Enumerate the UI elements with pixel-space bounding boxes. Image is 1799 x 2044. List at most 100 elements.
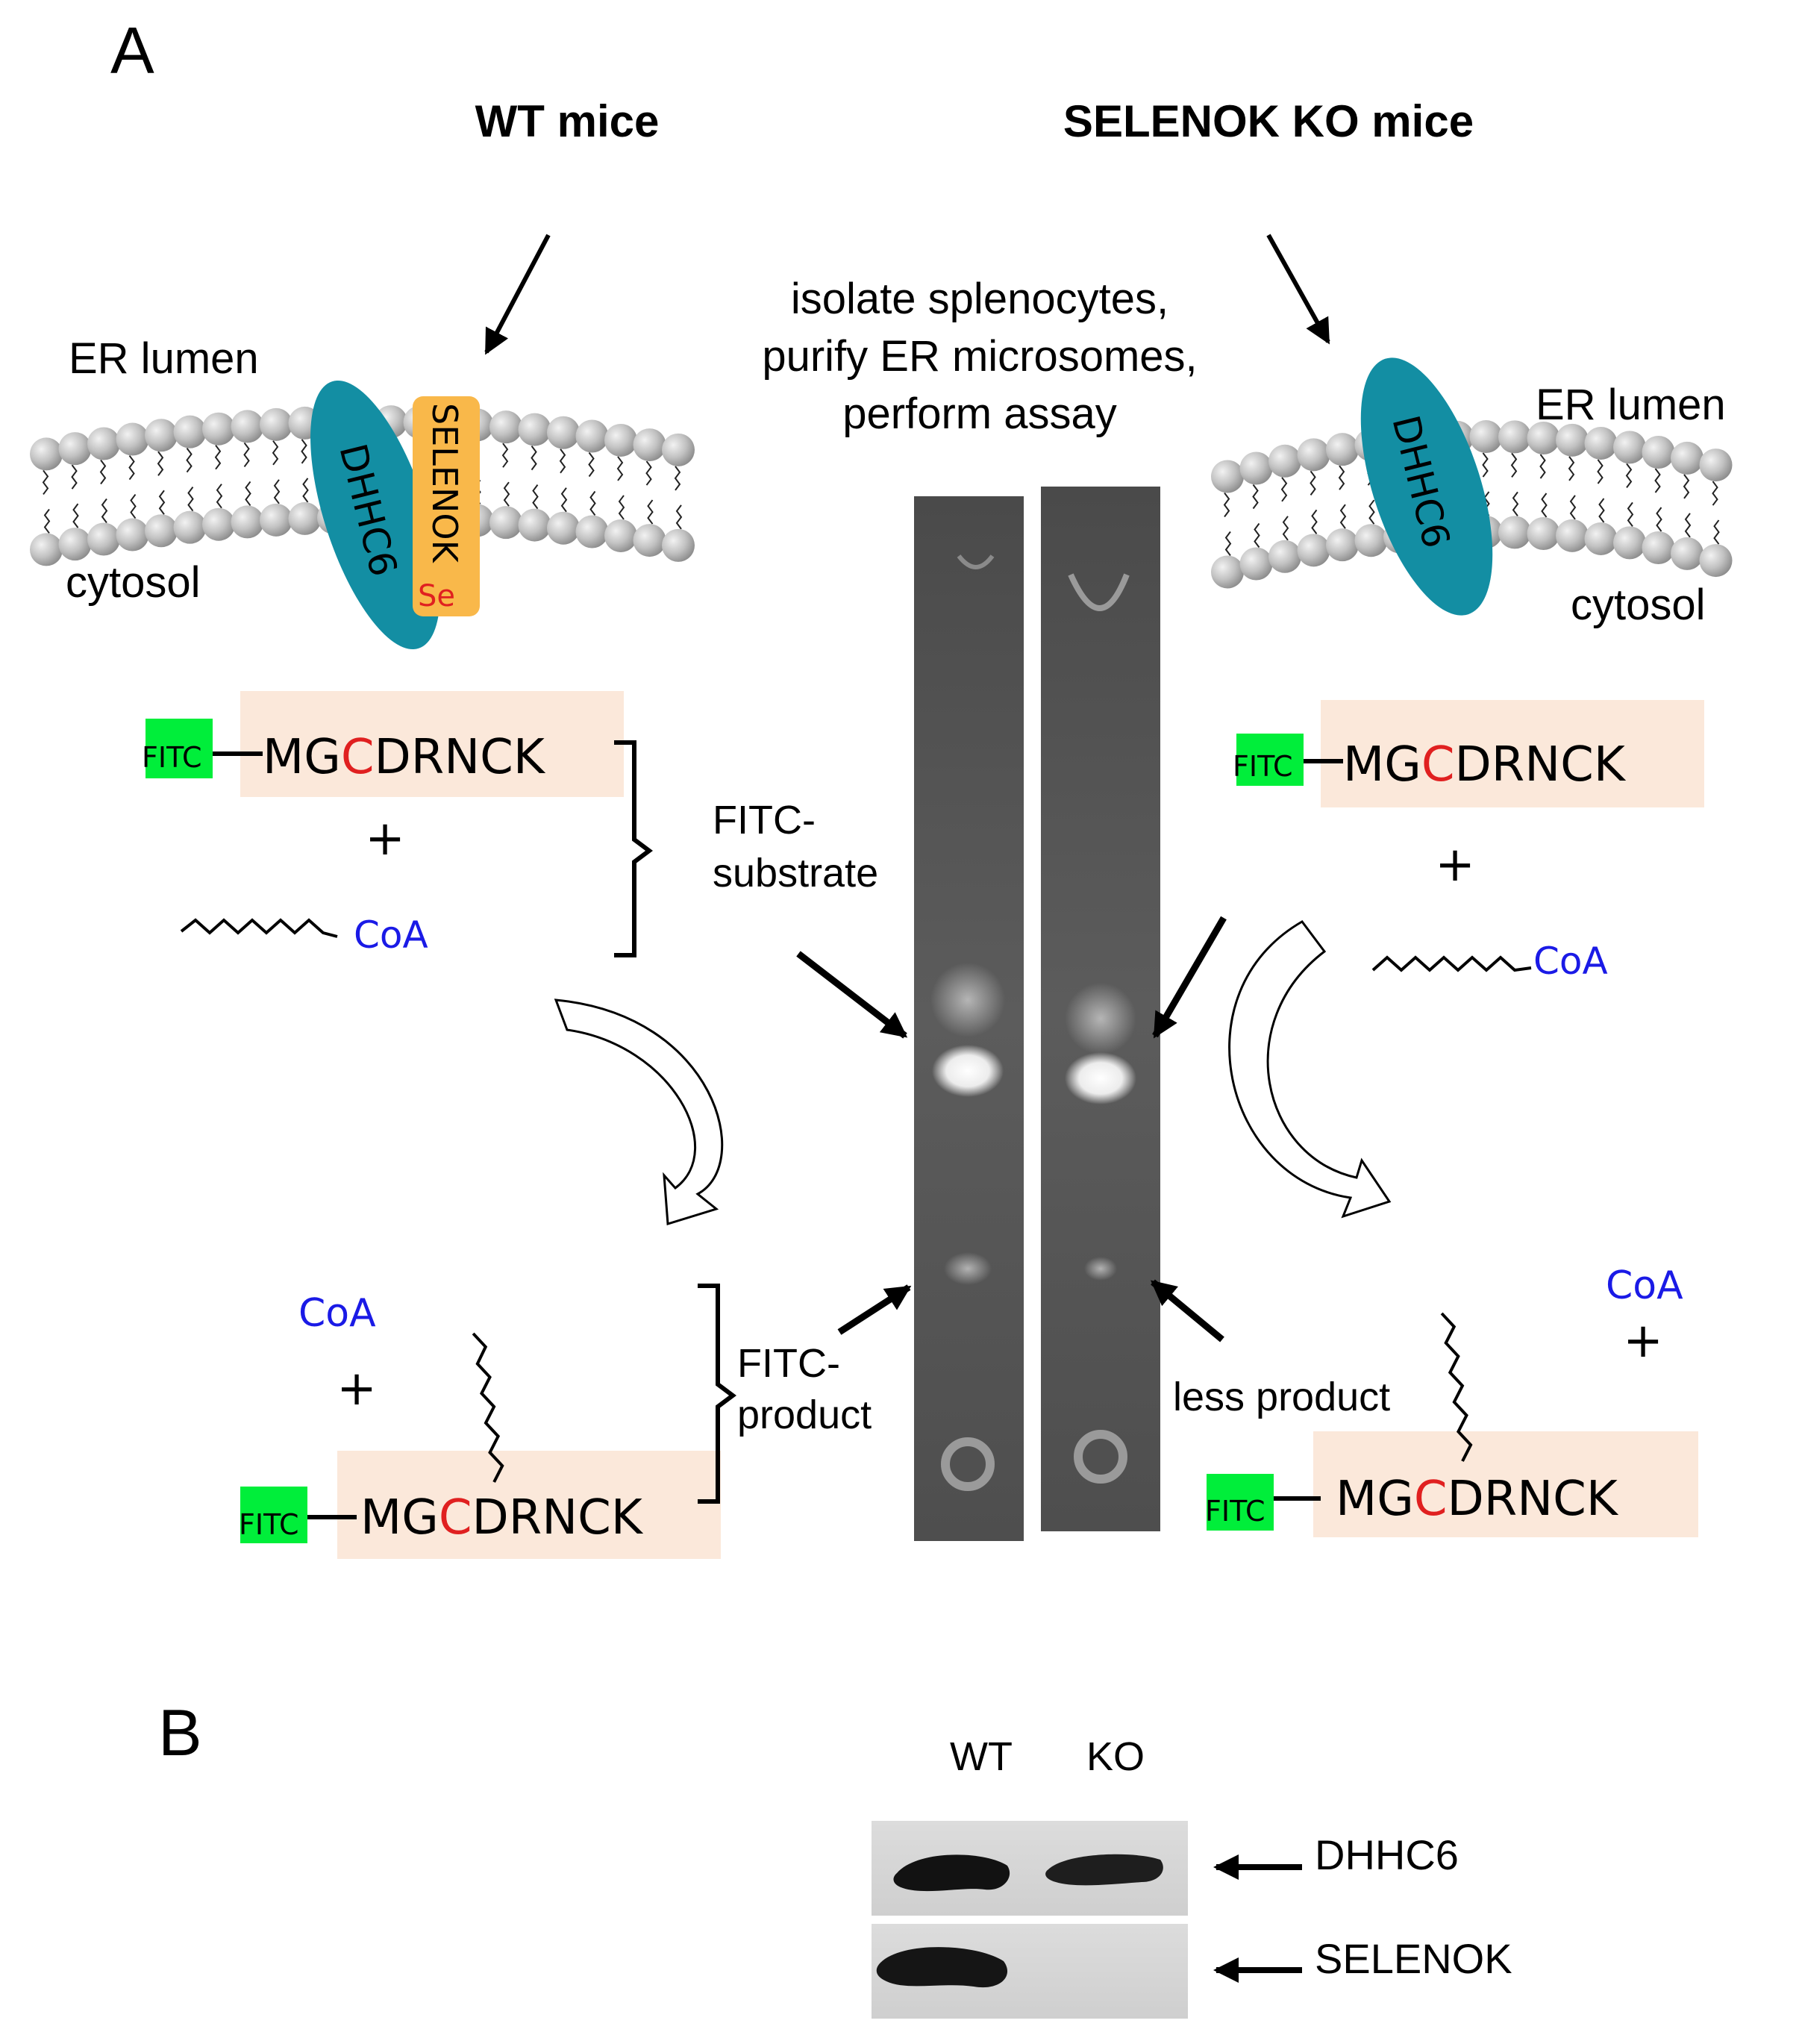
right-coa-2: CoA <box>1606 1263 1683 1308</box>
lipid-head <box>1613 526 1646 560</box>
lipid-tail <box>674 466 683 530</box>
panel-a-label: A <box>110 13 154 87</box>
right-product-acyl-chain <box>1440 1312 1473 1462</box>
blot-band-dhhc6-ko <box>1045 1854 1163 1886</box>
wt-mice-title: WT mice <box>475 96 660 146</box>
left-product-fitc-tag <box>240 1487 307 1543</box>
lipid-head <box>173 510 207 544</box>
selenok-protein <box>413 396 480 616</box>
lipid-head <box>1527 421 1560 454</box>
left-product-sequence: MGCDRNCK <box>360 1490 644 1545</box>
lipid-head <box>30 533 63 566</box>
lipid-head <box>518 413 551 446</box>
lipid-head <box>116 422 149 456</box>
lipid-tail <box>71 464 79 528</box>
less-product-label: less product <box>1173 1375 1390 1419</box>
lipid-head <box>1642 436 1675 469</box>
left-er-lumen-label: ER lumen <box>69 334 259 383</box>
lipid-tail <box>1223 492 1232 557</box>
lipid-tail <box>301 439 309 503</box>
left-product-bracket <box>698 1284 736 1504</box>
lipid-head <box>87 427 120 460</box>
lipid-tail <box>1510 452 1519 516</box>
lipid-head <box>202 412 235 446</box>
lipid-tail <box>531 446 539 510</box>
lipid-head <box>1671 537 1703 570</box>
ko-mice-title: SELENOK KO mice <box>1063 96 1474 146</box>
right-product-fitc-label: FITC <box>1205 1495 1265 1528</box>
lipid-head <box>575 419 609 453</box>
right-reaction-curved-arrow <box>1228 920 1392 1219</box>
lipid-head <box>1239 451 1273 485</box>
left-product-fitc-label: FITC <box>239 1508 299 1541</box>
lipid-head <box>288 501 322 535</box>
lipid-tail <box>243 442 251 507</box>
right-substrate-sequence: MGCDRNCK <box>1343 737 1627 793</box>
left-substrate-sequence: MGCDRNCK <box>263 730 546 785</box>
tlc-origin-ko <box>1074 1430 1127 1484</box>
substrate-arrow-right <box>1152 916 1227 1039</box>
lipid-head <box>1469 420 1503 454</box>
lipid-head <box>1556 423 1589 457</box>
lipid-tail <box>1338 465 1347 529</box>
lipid-head <box>1584 426 1618 460</box>
substrate-arrow-left <box>796 951 908 1039</box>
ko-down-arrow <box>1266 234 1330 345</box>
tlc-product-spot-wt <box>944 1252 992 1285</box>
lipid-head <box>1699 449 1733 482</box>
lipid-head <box>1211 460 1244 493</box>
lipid-head <box>604 519 637 552</box>
lipid-head <box>518 508 551 542</box>
right-substrate-peptide-box <box>1321 700 1704 807</box>
lipid-tail <box>1280 477 1289 541</box>
lipid-head <box>1584 522 1618 555</box>
right-plus-1: + <box>1435 837 1475 893</box>
lipid-head <box>489 506 522 540</box>
fitc-substrate-label-2: substrate <box>713 851 878 896</box>
product-arrow-right <box>1150 1279 1224 1343</box>
lipid-head <box>260 503 292 537</box>
blot-lane-ko-label: KO <box>1086 1734 1145 1779</box>
right-product-sequence: MGCDRNCK <box>1336 1472 1619 1527</box>
selenok-label: SELENOK <box>425 403 465 564</box>
lipid-head <box>1613 431 1646 464</box>
lipid-tail <box>588 451 596 516</box>
lipid-head <box>633 524 666 557</box>
left-plus-1: + <box>365 811 405 866</box>
left-cytosol-label: cytosol <box>66 558 201 607</box>
lipid-head <box>173 415 207 449</box>
lipid-tail <box>645 460 654 525</box>
lipid-tail <box>1568 456 1577 520</box>
tlc-front-wt <box>957 554 995 569</box>
lipid-head <box>1268 540 1301 573</box>
left-reaction-curved-arrow <box>554 998 724 1225</box>
tlc-substrate-spot-wt <box>932 1045 1004 1097</box>
blot-selenok-label: SELENOK <box>1315 1935 1512 1982</box>
fitc-product-label-1: FITC- <box>737 1341 840 1386</box>
lipid-tail <box>186 448 194 512</box>
blot-band-dhhc6-wt <box>893 1854 1010 1892</box>
product-arrow-left <box>837 1284 912 1335</box>
blot-band-selenok-wt <box>876 1947 1008 1988</box>
lipid-head <box>202 507 235 541</box>
lipid-tail <box>42 469 51 534</box>
blot-lane-wt-label: WT <box>950 1734 1013 1779</box>
panel-b-label: B <box>158 1695 202 1769</box>
left-product-acyl-chain <box>472 1332 504 1483</box>
wt-down-arrow <box>484 234 551 355</box>
lipid-head <box>260 407 292 441</box>
tlc-smear-wt <box>930 963 1005 1037</box>
lipid-head <box>1498 420 1531 454</box>
lipid-head <box>231 410 264 443</box>
right-product-fitc-tag <box>1207 1474 1274 1531</box>
right-acyl-chain-1 <box>1371 955 1532 972</box>
lipid-head <box>633 428 666 462</box>
lipid-tail <box>1654 468 1662 532</box>
lipid-head <box>1642 531 1675 565</box>
lipid-head <box>58 528 92 561</box>
lipid-tail <box>214 445 223 509</box>
lipid-tail <box>616 456 625 520</box>
blot-dhhc6-label: DHHC6 <box>1315 1831 1459 1878</box>
lipid-tail <box>128 454 137 519</box>
